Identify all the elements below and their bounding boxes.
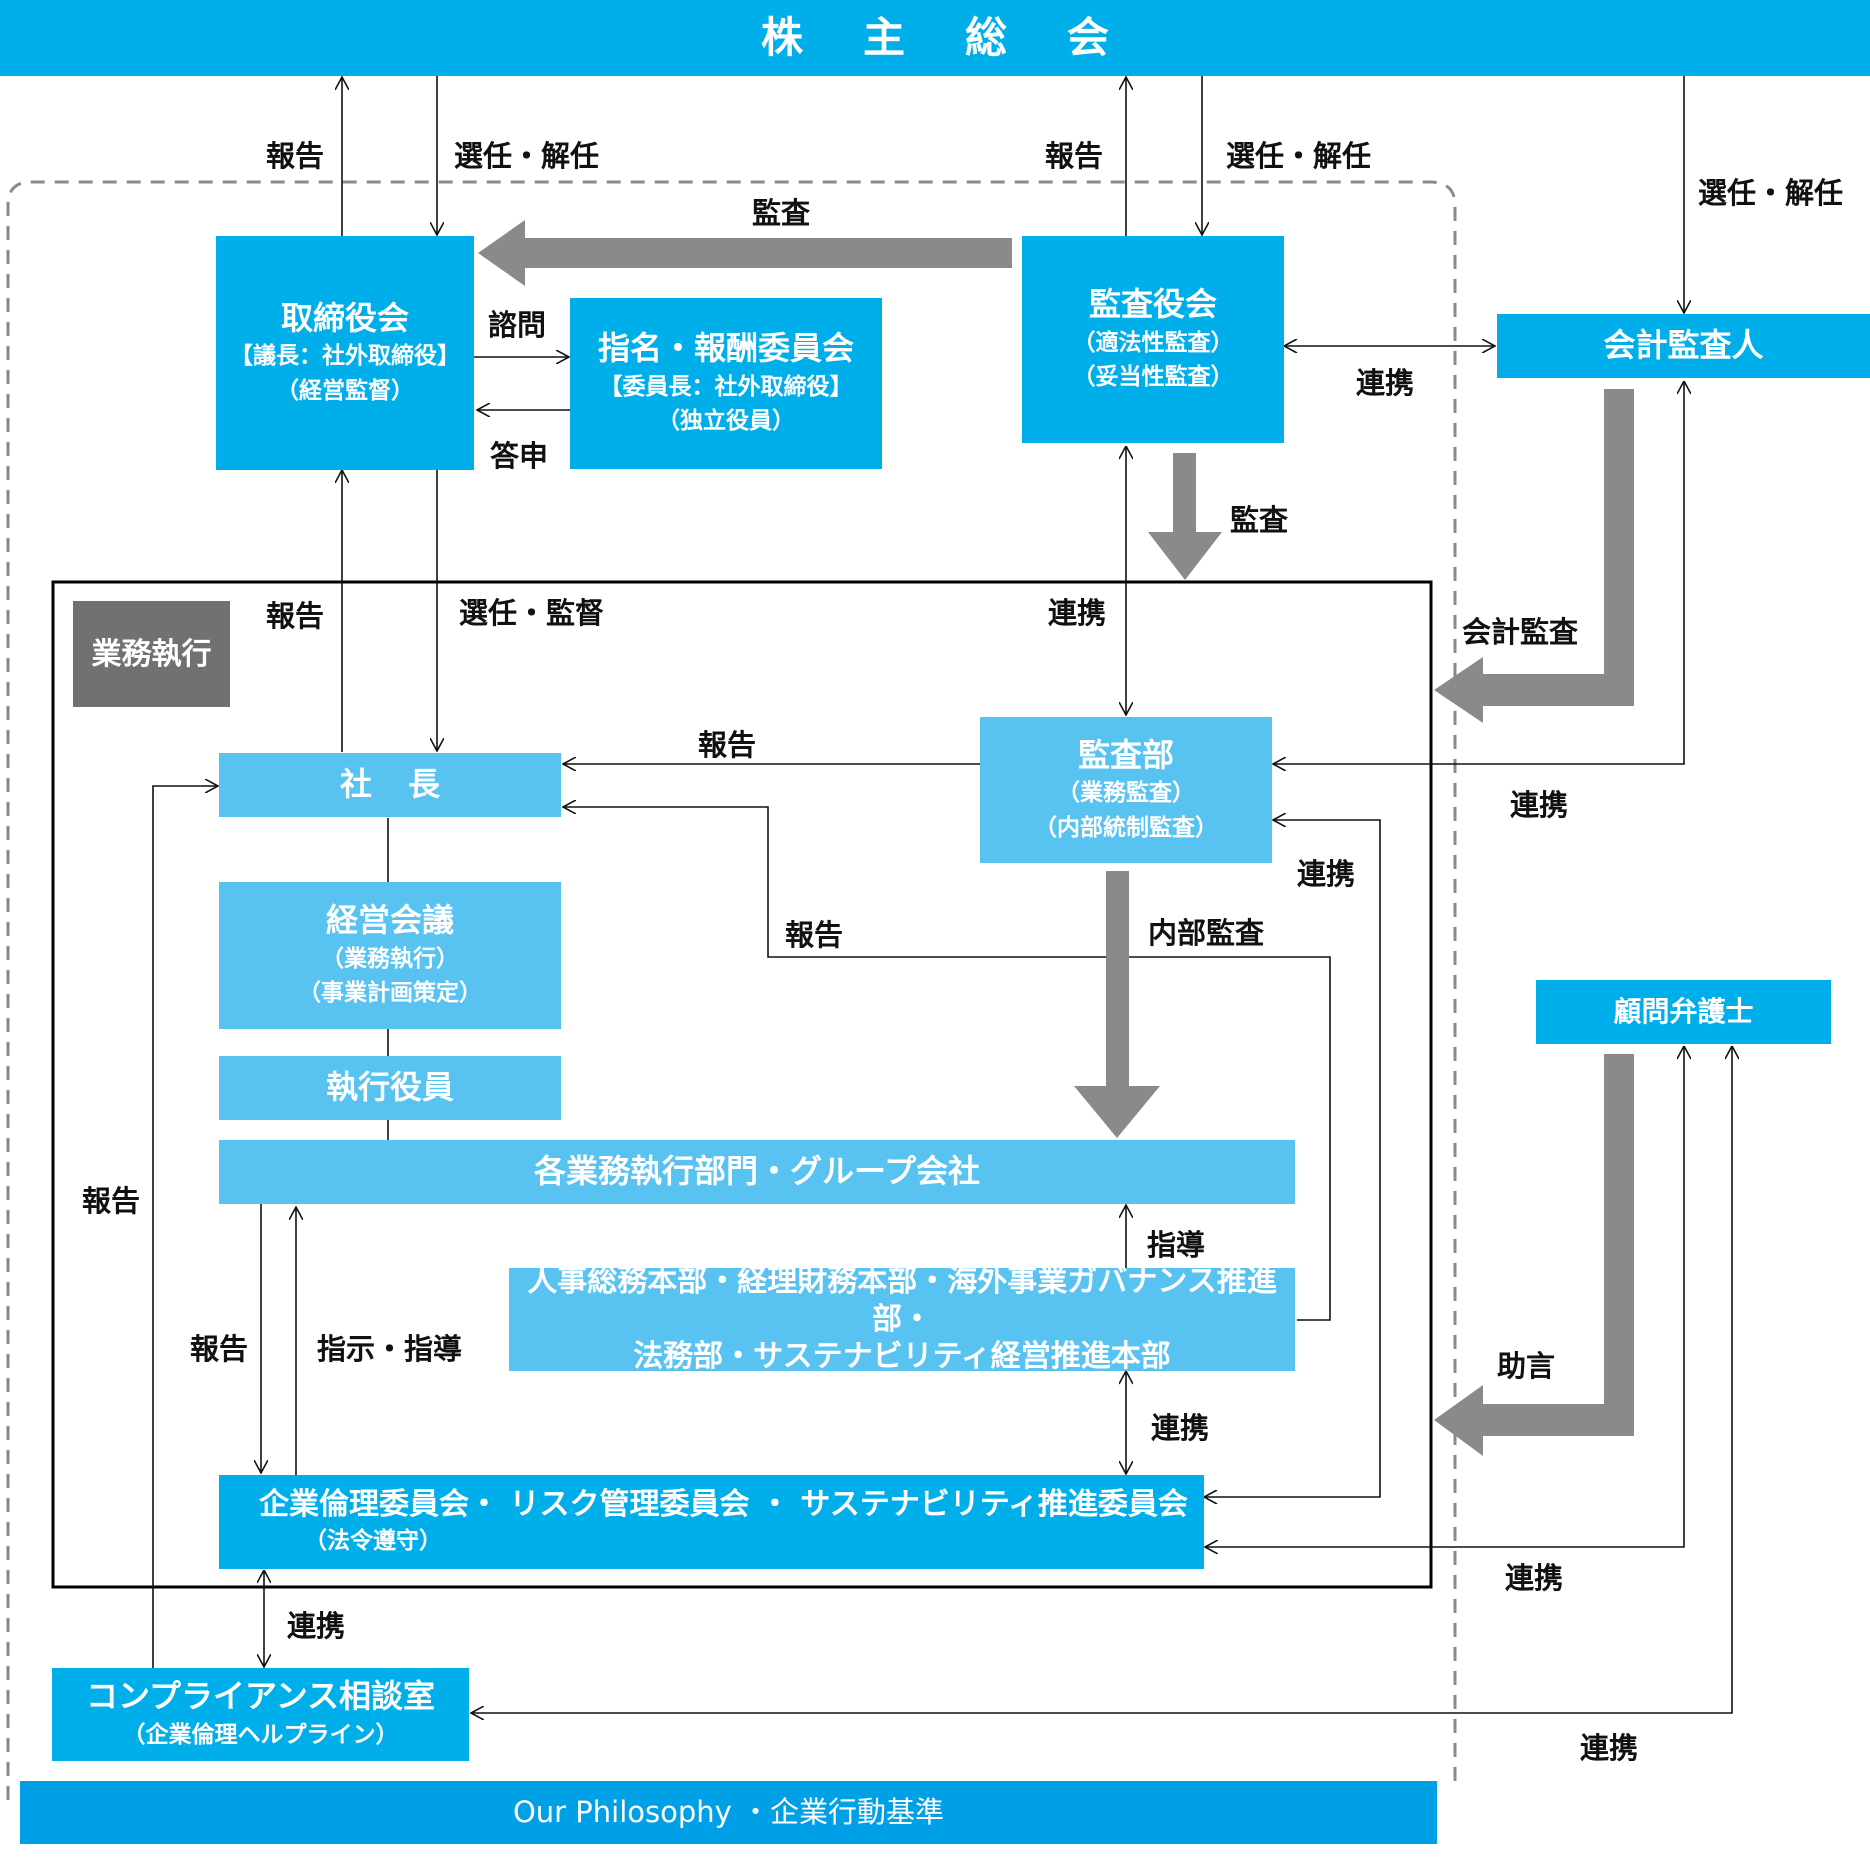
- label-president-elect: 選任・監督: [459, 596, 605, 630]
- committees-box: 企業倫理委員会・ リスク管理委員会 ・ サステナビリティ推進委員会 （法令遵守）: [219, 1475, 1204, 1569]
- audit-dept-title: 監査部: [1077, 735, 1174, 774]
- board-role: （経営監督）: [276, 377, 414, 404]
- label-advice: 助言: [1497, 1349, 1556, 1383]
- label-compliance-report: 報告: [82, 1184, 141, 1218]
- header-title: 株主総会: [760, 12, 1169, 62]
- label-corp-dept-report: 報告: [785, 918, 844, 952]
- management-meeting-line1: （業務執行）: [321, 945, 459, 972]
- corporate-departments-box: 人事総務本部・経理財務本部・海外事業ガバナンス推進部・ 法務部・サステナビリティ…: [509, 1264, 1295, 1374]
- label-reply: 答申: [490, 439, 549, 473]
- board-chair: 【議長：社外取締役】: [230, 343, 460, 370]
- advice-thick-arrow: [1434, 1054, 1634, 1456]
- label-board-elect: 選任・解任: [454, 139, 600, 173]
- philosophy-footer-text: Our Philosophy ・企業行動基準: [512, 1794, 945, 1829]
- legal-counsel-title: 顧問弁護士: [1613, 994, 1754, 1028]
- accounting-auditor-title: 会計監査人: [1603, 326, 1764, 365]
- accounting-audit-thick-arrow: [1434, 389, 1634, 723]
- business-divisions-box: 各業務執行部門・グループ会社: [219, 1140, 1295, 1204]
- compliance-office-title: コンプライアンス相談室: [85, 1677, 436, 1716]
- audit-board-line1: （適法性監査）: [1072, 329, 1234, 356]
- label-auditor-elect: 選任・解任: [1698, 176, 1844, 210]
- label-divisions-report: 報告: [190, 1332, 249, 1366]
- nomination-title: 指名・報酬委員会: [597, 329, 854, 368]
- committees-line1: （法令遵守）: [304, 1528, 442, 1555]
- executive-officers-title: 執行役員: [325, 1068, 454, 1107]
- president-title: 社長: [339, 765, 476, 804]
- label-audit-board-auditor-link: 連携: [1356, 366, 1415, 400]
- audit-board-title: 監査役会: [1088, 285, 1217, 324]
- board-of-directors-box: 取締役会 【議長：社外取締役】 （経営監督）: [216, 236, 474, 470]
- audit-board-line2: （妥当性監査）: [1072, 364, 1234, 391]
- label-accounting-audit: 会計監査: [1462, 615, 1579, 649]
- nomination-chair: 【委員長：社外取締役】: [599, 373, 853, 400]
- audit-department-box: 監査部 （業務監査） （内部統制監査）: [980, 717, 1272, 863]
- audit-board-box: 監査役会 （適法性監査） （妥当性監査）: [1022, 236, 1284, 443]
- audit-to-execution-thick-arrow: [1148, 453, 1222, 580]
- label-audit-board-report: 報告: [1045, 139, 1104, 173]
- label-corp-committee-link: 連携: [1151, 1411, 1210, 1445]
- audit-dept-line2: （内部統制監査）: [1034, 814, 1218, 841]
- compliance-office-line1: （企業倫理ヘルプライン）: [122, 1722, 399, 1749]
- corporate-departments-line2: 法務部・サステナビリティ経営推進本部: [633, 1339, 1171, 1375]
- business-divisions-title: 各業務執行部門・グループ会社: [533, 1152, 981, 1191]
- board-boundary-dashed: [6, 180, 1457, 1800]
- label-counsel-committee-link: 連携: [1505, 1561, 1564, 1595]
- label-board-report: 報告: [266, 139, 325, 173]
- label-audit-dept-report: 報告: [698, 728, 757, 762]
- corporate-departments-line1: 人事総務本部・経理財務本部・海外事業ガバナンス推進部・: [527, 1264, 1277, 1337]
- label-audit-to-execution: 監査: [1230, 503, 1289, 537]
- compliance-report-arrow: [152, 786, 217, 1670]
- president-box: 社長: [219, 753, 561, 817]
- label-president-report: 報告: [266, 599, 325, 633]
- label-audit-dept-link: 連携: [1297, 857, 1356, 891]
- counsel-compliance-link: [472, 1048, 1732, 1713]
- label-guidance: 指導: [1147, 1228, 1206, 1262]
- internal-audit-thick-arrow: [1074, 871, 1160, 1138]
- management-meeting-line2: （事業計画策定）: [298, 980, 482, 1007]
- shareholders-meeting-header: 株主総会: [0, 0, 1870, 76]
- audit-to-board-thick-arrow: [478, 220, 1012, 286]
- label-counsel-compliance-link: 連携: [1580, 1731, 1639, 1765]
- label-audit-board-elect: 選任・解任: [1226, 139, 1372, 173]
- label-audit-board-dept-link: 連携: [1048, 596, 1107, 630]
- nomination-role: （独立役員）: [657, 408, 795, 435]
- label-committee-compliance-link: 連携: [287, 1609, 346, 1643]
- management-meeting-title: 経営会議: [325, 901, 454, 940]
- board-title: 取締役会: [280, 298, 409, 337]
- compliance-office-box: コンプライアンス相談室 （企業倫理ヘルプライン）: [52, 1668, 469, 1761]
- execution-tag-text: 業務執行: [91, 636, 212, 672]
- legal-counsel-box: 顧問弁護士: [1536, 980, 1831, 1044]
- execution-section-tag: 業務執行: [73, 601, 230, 707]
- label-audit-to-board: 監査: [752, 196, 811, 230]
- auditor-dept-link: [1274, 381, 1685, 764]
- label-auditor-dept-link: 連携: [1510, 788, 1569, 822]
- audit-dept-line1: （業務監査）: [1057, 780, 1195, 807]
- committees-title: 企業倫理委員会・ リスク管理委員会 ・ サステナビリティ推進委員会: [259, 1487, 1188, 1523]
- label-internal-audit: 内部監査: [1148, 916, 1265, 950]
- executive-officers-box: 執行役員: [219, 1056, 561, 1120]
- nomination-committee-box: 指名・報酬委員会 【委員長：社外取締役】 （独立役員）: [570, 298, 882, 469]
- label-instruction-guidance: 指示・指導: [317, 1332, 463, 1366]
- corp-dept-report-arrow: [564, 807, 1331, 1321]
- philosophy-footer-bar: Our Philosophy ・企業行動基準: [20, 1781, 1437, 1844]
- management-meeting-box: 経営会議 （業務執行） （事業計画策定）: [219, 882, 561, 1029]
- accounting-auditor-box: 会計監査人: [1497, 314, 1870, 378]
- label-consult: 諮問: [488, 308, 547, 342]
